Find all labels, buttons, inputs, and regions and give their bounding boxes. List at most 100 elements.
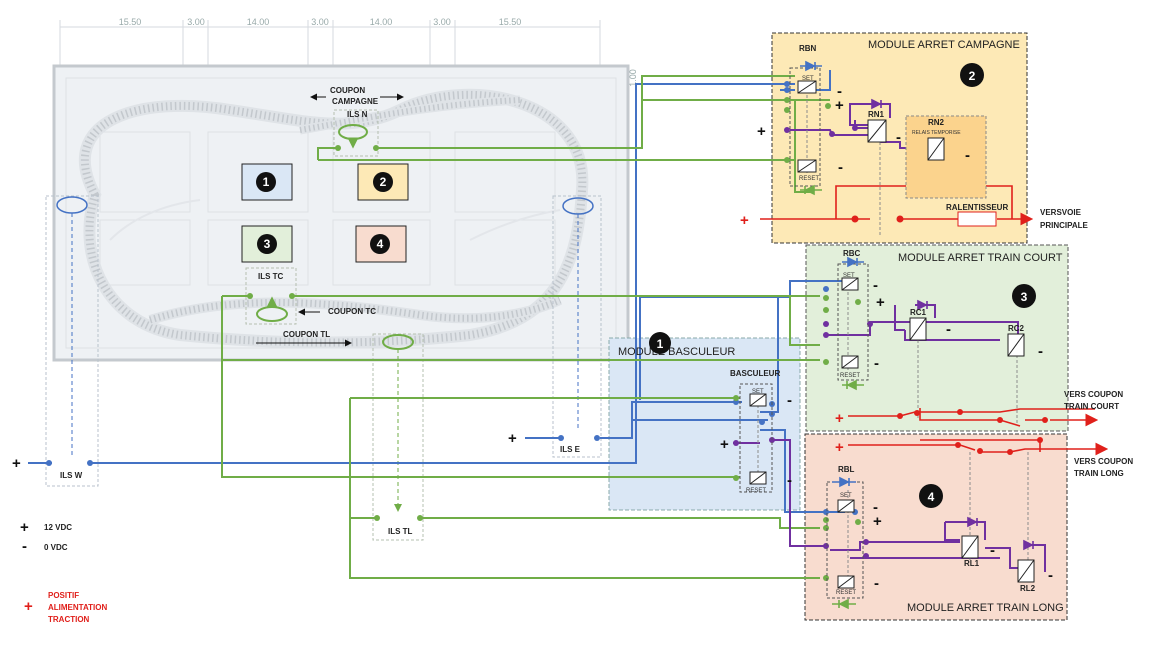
sign-minus-rbl-reset: - (874, 575, 879, 592)
dim-side: 1.00 (628, 69, 638, 87)
coupon-campagne-label-2: CAMPAGNE (332, 97, 379, 106)
sign-minus-rl1: - (990, 542, 995, 559)
ils-w-sensor: ILS W (45, 195, 99, 487)
campagne-exit-label-2: PRINCIPALE (1040, 221, 1089, 230)
ils-tl-label: ILS TL (388, 527, 413, 536)
sign-plus-rbn: + (835, 97, 844, 114)
ils-e-sensor: ILS E (552, 195, 602, 458)
relay-rbc-label: RBC (843, 249, 861, 258)
sign-minus-rbn-set: - (837, 83, 842, 100)
module-court-number: 3 (1021, 290, 1028, 304)
module-campagne-number: 2 (969, 69, 976, 83)
module-campagne: MODULE ARRET CAMPAGNE 2 RBN SET RESET RN… (799, 39, 1089, 230)
relay-rn1-label: RN1 (868, 110, 885, 119)
legend-plus-symbol: + (20, 519, 29, 536)
relay-rn2-note: RELAIS TEMPORISE (912, 130, 961, 136)
zone-4-label: 4 (377, 237, 384, 251)
module-long-number: 4 (928, 490, 935, 504)
relay-basculeur-label: BASCULEUR (730, 369, 780, 378)
layout-plan: 15.50 3.00 14.00 3.00 14.00 3.00 15.50 1… (45, 17, 638, 541)
relay-rl1-label: RL1 (964, 559, 980, 568)
campagne-exit-label-1: VERSVOIE (1040, 208, 1082, 217)
diodes (800, 60, 1034, 610)
sign-minus-rl2: - (1048, 567, 1053, 584)
court-exit-label-2: TRAIN COURT (1064, 402, 1119, 411)
legend-12vdc: 12 VDC (44, 523, 72, 532)
ralentisseur-label: RALENTISSEUR (946, 203, 1008, 212)
module-basculeur-number: 1 (657, 337, 664, 351)
sign-minus-rbc-reset: - (874, 355, 879, 372)
ils-e-label: ILS E (560, 445, 581, 454)
zone-4: 4 (355, 225, 407, 263)
zone-2: 2 (357, 163, 409, 201)
rbl-set-label: SET (840, 493, 852, 499)
dim-5: 14.00 (370, 17, 393, 27)
sign-minus-rn1: - (896, 129, 901, 146)
module-campagne-title: MODULE ARRET CAMPAGNE (868, 39, 1020, 51)
board-grid (99, 131, 556, 286)
module-court-title: MODULE ARRET TRAIN COURT (898, 252, 1063, 264)
ils-w-label: ILS W (60, 471, 83, 480)
module-long-box (804, 433, 1068, 621)
polarity-signs: + + - + + - - - + - + - - - + - + - + - … (12, 83, 1053, 592)
sign-minus-basculeur-reset: - (787, 472, 792, 489)
relay-rc1-label: RC1 (910, 308, 927, 317)
long-exit-label-2: TRAIN LONG (1074, 469, 1124, 478)
module-train-court: MODULE ARRET TRAIN COURT 3 RBC SET RESET… (840, 249, 1123, 411)
rbc-reset-label: RESET (840, 373, 860, 379)
dimension-labels: 15.50 3.00 14.00 3.00 14.00 3.00 15.50 1… (119, 17, 638, 87)
zone-1: 1 (241, 163, 293, 201)
coupon-campagne-label-1: COUPON (330, 86, 365, 95)
zone-3: 3 (241, 225, 293, 263)
legend-0vdc: 0 VDC (44, 543, 68, 552)
module-basculeur: MODULE BASCULEUR 1 BASCULEUR SET RESET (618, 332, 780, 494)
dim-3: 14.00 (247, 17, 270, 27)
sign-plus-campagne: + (757, 123, 766, 140)
sign-minus-rbn-reset: - (838, 159, 843, 176)
rbl-reset-label: RESET (836, 590, 856, 596)
zone-3-label: 3 (264, 237, 271, 251)
ils-tl-sensor: ILS TL (372, 333, 424, 541)
legend: + 12 VDC - 0 VDC + POSITIF ALIMENTATION … (20, 519, 107, 624)
legend-traction-2: ALIMENTATION (48, 603, 107, 612)
sign-minus-rbl-set: - (873, 499, 878, 516)
sign-minus-rn2: - (965, 147, 970, 164)
coupon-tl-label: COUPON TL (283, 330, 330, 339)
sign-minus-rc1: - (946, 321, 951, 338)
rbn-set-label: SET (802, 76, 814, 82)
module-court-badge (1012, 284, 1036, 308)
module-campagne-badge (960, 63, 984, 87)
basculeur-set-label: SET (752, 389, 764, 395)
coupon-tc-label: COUPON TC (328, 307, 376, 316)
module-long-title: MODULE ARRET TRAIN LONG (907, 602, 1064, 614)
module-train-long: MODULE ARRET TRAIN LONG 4 RBL SET RESET … (836, 457, 1133, 614)
long-exit-label-1: VERS COUPON (1074, 457, 1133, 466)
relay-rc2-label: RC2 (1008, 324, 1025, 333)
dim-4: 3.00 (311, 17, 329, 27)
sign-plus-traction-long: + (835, 439, 844, 456)
dim-6: 3.00 (433, 17, 451, 27)
sign-plus-traction-campagne: + (740, 212, 749, 229)
legend-traction-symbol: + (24, 598, 33, 615)
sign-plus-ils-e: + (508, 430, 517, 447)
legend-traction-1: POSITIF (48, 591, 79, 600)
module-basculeur-badge (649, 332, 671, 354)
sign-plus-rbl: + (873, 513, 882, 530)
relay-rbn-label: RBN (799, 44, 817, 53)
sign-plus-traction-court: + (835, 410, 844, 427)
relay-symbols (739, 67, 1035, 599)
track-loop (78, 88, 589, 349)
ils-n-sensor: ILS N (333, 109, 379, 157)
zone-2-label: 2 (380, 175, 387, 189)
ils-tc-label: ILS TC (258, 272, 284, 281)
court-exit-label-1: VERS COUPON (1064, 390, 1123, 399)
sign-minus-basculeur-set: - (787, 392, 792, 409)
dim-1: 15.50 (119, 17, 142, 27)
basculeur-reset-label: RESET (746, 488, 766, 494)
sign-plus-ils-w: + (12, 455, 21, 472)
zone-1-label: 1 (263, 175, 270, 189)
sign-plus-rbc: + (876, 294, 885, 311)
relay-rbl-label: RBL (838, 465, 855, 474)
sign-plus-basculeur: + (720, 436, 729, 453)
dim-2: 3.00 (187, 17, 205, 27)
